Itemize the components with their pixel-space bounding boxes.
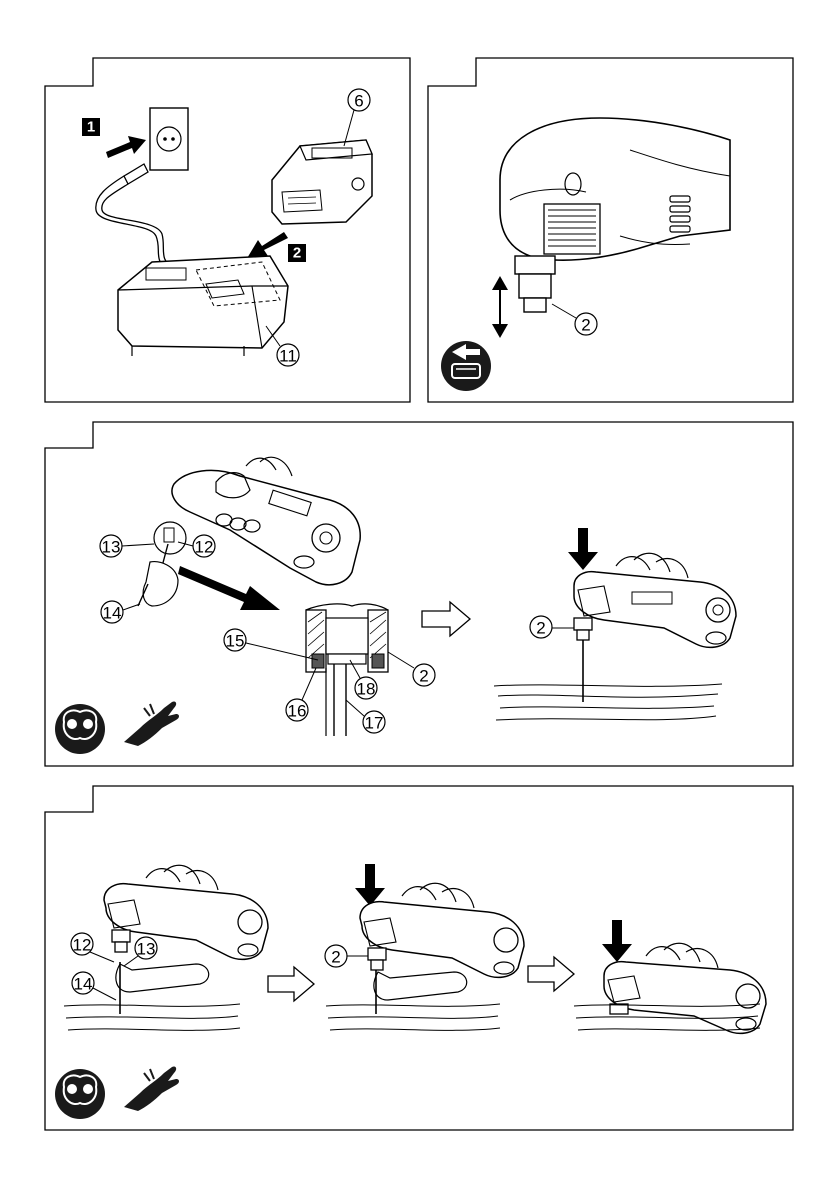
tool-with-hand-left [138, 457, 360, 606]
next-step-arrow-2-panel4 [528, 957, 574, 991]
callout-16: 16 [286, 668, 316, 721]
callout-2-panel4: 2 [325, 945, 368, 967]
wall-outlet [150, 108, 188, 170]
callout-6-label: 6 [354, 92, 363, 111]
next-step-arrow-1-panel4 [268, 967, 314, 1001]
callout-2-panel2-label: 2 [581, 316, 590, 335]
callout-17-label: 17 [365, 714, 384, 733]
panel-charger: 1 2 [45, 58, 410, 402]
callout-16-label: 16 [288, 702, 307, 721]
tool-driving-pin [568, 528, 736, 702]
callout-17: 17 [346, 700, 385, 733]
safety-goggles-icon [55, 704, 105, 754]
zoom-arrow [178, 566, 280, 610]
panel-driving-sequence: 12 13 14 [45, 786, 793, 1130]
callout-2-panel3-section-label: 2 [419, 667, 428, 686]
callout-15: 15 [224, 629, 318, 660]
callout-13-panel4-label: 13 [137, 940, 156, 959]
callout-13-panel3: 13 [100, 535, 154, 557]
panel-bit-insertion: 15 16 17 18 2 13 12 [45, 422, 793, 766]
callout-14-panel4: 14 [72, 972, 116, 1000]
safety-goggles-icon-panel4 [55, 1069, 105, 1119]
step-1-label: 1 [87, 119, 95, 136]
callout-2-panel3-tool: 2 [530, 616, 574, 638]
battery-removed-icon [441, 341, 491, 391]
callout-2-panel2: 2 [552, 304, 597, 335]
tool-step-a [104, 865, 268, 1014]
panel-chuck: 2 [428, 58, 793, 402]
callout-12-panel4: 12 [71, 933, 114, 962]
wood-board-step-b [326, 1004, 500, 1030]
callout-2-panel4-label: 2 [331, 948, 340, 967]
step-2-label: 2 [293, 245, 301, 262]
step-2-marker: 2 [288, 244, 306, 262]
battery-pack [272, 140, 372, 224]
next-step-arrow-panel3 [422, 602, 470, 636]
callout-14-panel3-label: 14 [103, 604, 122, 623]
charger-body [118, 256, 288, 356]
wood-board-panel3 [494, 684, 722, 720]
wood-board-step-a [64, 1004, 240, 1030]
callout-2-panel3-tool-label: 2 [536, 619, 545, 638]
callout-12-panel4-label: 12 [73, 936, 92, 955]
callout-13-panel3-label: 13 [102, 538, 121, 557]
callout-14-panel4-label: 14 [74, 975, 93, 994]
callout-18-label: 18 [357, 680, 376, 699]
charger-plug [96, 164, 174, 270]
hand-caution-icon [124, 701, 179, 746]
hand-caution-icon-panel4 [124, 1066, 179, 1111]
callout-11-label: 11 [279, 347, 297, 366]
callout-2-panel3-section: 2 [388, 652, 435, 686]
callout-15-label: 15 [226, 632, 245, 651]
tool-step-c [602, 920, 766, 1033]
callout-6: 6 [344, 89, 370, 146]
chuck-sleeve [515, 256, 555, 312]
tool-head [500, 118, 730, 260]
callout-12-panel3-label: 12 [195, 538, 214, 557]
tool-step-b [355, 864, 524, 1014]
slide-chuck-arrows [492, 276, 508, 338]
callout-14-panel3: 14 [101, 601, 140, 623]
insert-plug-arrow [106, 136, 146, 158]
step-1-marker: 1 [82, 118, 100, 136]
